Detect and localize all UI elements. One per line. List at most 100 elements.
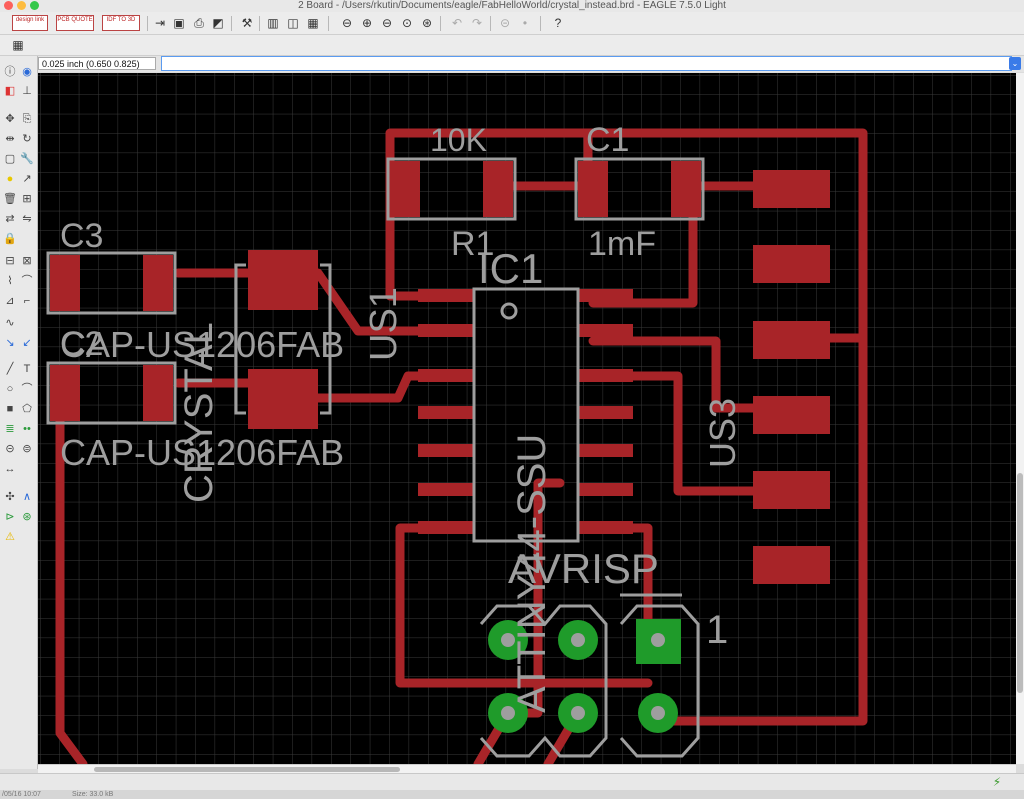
close-window-button[interactable] xyxy=(4,1,13,10)
crystal-outline-left xyxy=(234,263,246,415)
cam-processor-icon[interactable]: ◩ xyxy=(212,16,224,30)
us3-pad-6 xyxy=(753,546,830,584)
lock-icon[interactable]: 🔒 xyxy=(3,233,17,245)
zoom-out-icon[interactable]: ⊖ xyxy=(381,16,393,30)
run-status-icon[interactable]: ⚡ xyxy=(992,775,1002,789)
wave-icon[interactable]: ∿ xyxy=(5,317,15,329)
erc-icon[interactable]: ⊳ xyxy=(5,511,15,523)
ic1-pin1-marker xyxy=(500,302,518,320)
meander-icon[interactable]: ⊿ xyxy=(5,295,15,307)
c1-value-label: 1mF xyxy=(588,225,656,263)
ratsnest-icon[interactable]: ✣ xyxy=(5,491,15,503)
replace-icon[interactable]: ⇋ xyxy=(22,213,32,225)
copy-icon[interactable]: ⎘ xyxy=(22,113,32,125)
paste-icon[interactable]: ● xyxy=(6,173,14,185)
zoom-window-button[interactable] xyxy=(30,1,39,10)
toolbar-separator xyxy=(440,16,441,31)
info-icon[interactable]: ⓘ xyxy=(4,66,16,78)
move-icon[interactable]: ✥ xyxy=(5,113,15,125)
save-icon[interactable]: ▣ xyxy=(173,16,185,30)
zoom-fit-icon[interactable]: ⊖ xyxy=(341,16,353,30)
route-icon[interactable]: ↘ xyxy=(5,337,15,349)
group-icon[interactable]: ▢ xyxy=(4,153,16,165)
isp-hole-6 xyxy=(501,633,515,647)
file-date-text: /05/16 10:07 xyxy=(2,791,41,798)
polygon-icon[interactable]: ⬠ xyxy=(22,403,32,415)
us3-pad-1 xyxy=(753,170,830,208)
autorouter-icon[interactable]: ∧ xyxy=(22,491,32,503)
schematic-icon[interactable]: ◫ xyxy=(287,16,299,30)
mirror-icon[interactable]: ⇹ xyxy=(5,133,15,145)
ic1-pin-6 xyxy=(418,483,473,496)
via-icon[interactable]: ≣ xyxy=(5,423,15,435)
dimension-icon[interactable]: ↔ xyxy=(4,463,16,475)
go-icon[interactable]: • xyxy=(522,16,528,30)
redraw-icon[interactable]: ⊙ xyxy=(401,16,413,30)
minimize-window-button[interactable] xyxy=(17,1,26,10)
isp-hole-1 xyxy=(651,633,665,647)
redo-icon[interactable]: ↷ xyxy=(471,16,483,30)
rotate-icon[interactable]: ↻ xyxy=(22,133,32,145)
drc-icon[interactable]: ⊛ xyxy=(22,511,32,523)
ic1-name-label: IC1 xyxy=(478,245,543,292)
board-canvas[interactable]: 10K R1 C1 1mF C3 CAP-US1206FAB C2 CAP-US… xyxy=(38,73,1016,764)
horizontal-scroll-thumb[interactable] xyxy=(94,767,400,772)
toolbar-separator xyxy=(490,16,491,31)
arc-icon[interactable]: ⌒ xyxy=(21,383,33,395)
c3-outline xyxy=(46,251,177,315)
split-icon[interactable]: ⌇ xyxy=(7,275,13,287)
vertical-scrollbar[interactable] xyxy=(1016,73,1024,764)
toolbar-separator xyxy=(328,16,329,31)
horizontal-scrollbar[interactable] xyxy=(38,764,1016,774)
ic1-pin-4 xyxy=(418,406,473,419)
pcb-quote-button[interactable]: PCB QUOTE xyxy=(56,15,94,31)
delete-icon[interactable]: 🗑 xyxy=(3,193,17,205)
change-icon[interactable]: 🔧 xyxy=(20,153,34,165)
show-icon[interactable]: ◉ xyxy=(22,66,32,78)
cut-icon[interactable]: ↗ xyxy=(22,173,32,185)
text-icon[interactable]: T xyxy=(23,363,31,375)
circle-icon[interactable]: ○ xyxy=(6,383,14,395)
add-icon[interactable]: ⊞ xyxy=(22,193,32,205)
board-icon[interactable]: ▦ xyxy=(307,16,319,30)
warning-icon[interactable]: ⚠ xyxy=(5,531,15,543)
value-icon[interactable]: ⊠ xyxy=(22,255,32,267)
optimize-icon[interactable]: ⌒ xyxy=(21,275,33,287)
attribute-icon[interactable]: ⊜ xyxy=(22,443,32,455)
command-history-dropdown[interactable]: ⌄ xyxy=(1009,57,1021,70)
stop-icon[interactable]: ⊝ xyxy=(499,16,511,30)
smash-icon[interactable]: ⊟ xyxy=(5,255,15,267)
ic1-pin-9 xyxy=(578,483,633,496)
signal-icon[interactable]: •• xyxy=(23,423,31,435)
undo-icon[interactable]: ↶ xyxy=(451,16,463,30)
crystal-label: CRYSTAL xyxy=(177,322,221,503)
grid-icon[interactable]: ▦ xyxy=(12,38,24,52)
miter-icon[interactable]: ⌐ xyxy=(23,295,31,307)
main-toolbar: design link PCB QUOTE IDF TO 3D ⇥ ▣ ⎙ ◩ … xyxy=(0,12,1024,35)
design-link-button[interactable]: design link xyxy=(12,15,48,31)
mark-icon[interactable]: ⊥ xyxy=(22,85,32,97)
zoom-in-icon[interactable]: ⊕ xyxy=(361,16,373,30)
toolbar-separator xyxy=(147,16,148,31)
ripup-icon[interactable]: ↙ xyxy=(22,337,32,349)
vertical-scroll-thumb[interactable] xyxy=(1017,473,1023,693)
help-icon[interactable]: ? xyxy=(554,16,562,30)
ic1-pin-7 xyxy=(418,521,473,534)
name-icon[interactable]: ⇄ xyxy=(5,213,15,225)
board-drawing: 10K R1 C1 1mF C3 CAP-US1206FAB C2 CAP-US… xyxy=(38,73,1016,764)
print-icon[interactable]: ⎙ xyxy=(194,16,204,30)
open-icon[interactable]: ⇥ xyxy=(154,16,166,30)
status-bar: ⚡ xyxy=(0,773,1024,791)
display-layers-icon[interactable]: ◧ xyxy=(4,85,16,97)
c1-pad-1 xyxy=(578,161,608,217)
c2-value-label: CAP-US1206FAB xyxy=(60,432,344,473)
command-input[interactable] xyxy=(161,56,1012,71)
ulp-icon[interactable]: ▥ xyxy=(267,16,279,30)
rectangle-icon[interactable]: ■ xyxy=(6,403,14,415)
hole-icon[interactable]: ⊝ xyxy=(5,443,15,455)
idf-to-3d-button[interactable]: IDF TO 3D xyxy=(102,15,140,31)
script-icon[interactable]: ⚒ xyxy=(241,16,253,30)
wire-icon[interactable]: ╱ xyxy=(6,363,14,375)
zoom-select-icon[interactable]: ⊛ xyxy=(421,16,433,30)
ic1-pin-10 xyxy=(578,444,633,457)
